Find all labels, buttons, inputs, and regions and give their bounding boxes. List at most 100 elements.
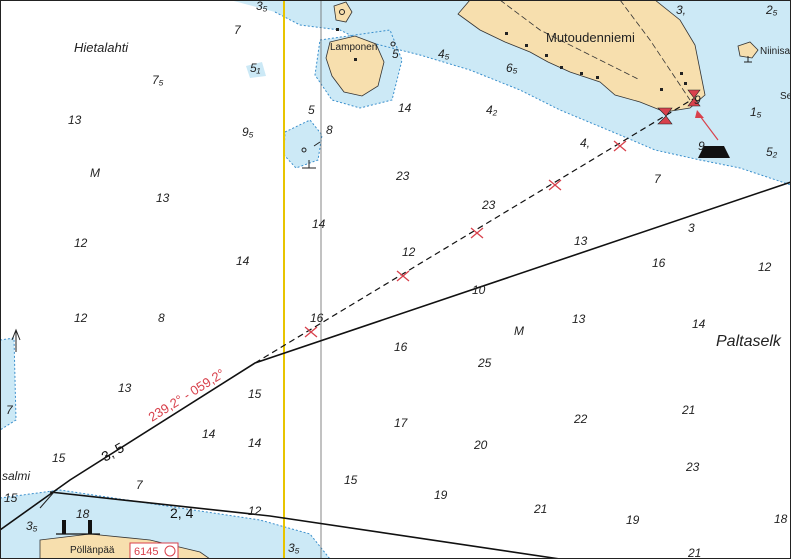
place-name-mutoudenniemi: Mutoudenniemi [546, 30, 635, 45]
building-marker [545, 54, 548, 57]
sounding: 4, [580, 136, 590, 150]
rock-icon [339, 9, 345, 15]
shallow-water-islet [284, 120, 322, 168]
rear-beacon [687, 89, 701, 107]
sounding: 14 [398, 101, 412, 115]
sounding: 17 [394, 416, 409, 430]
beacon-pointer-head [695, 110, 704, 118]
place-name-niinisa: Niinisa [760, 46, 790, 57]
sounding: 18 [774, 512, 788, 526]
wreck-icon [11, 328, 21, 352]
sounding: 12 [402, 245, 416, 259]
sounding: 18 [76, 507, 90, 521]
seabed-mud-label: M [514, 324, 524, 338]
place-name-hietalahti: Hietalahti [74, 40, 129, 55]
place-name-lamponen: Lamponen [330, 42, 377, 53]
sounding: 13 [574, 234, 588, 248]
building-marker [660, 88, 663, 91]
sounding: 4₂ [486, 103, 498, 117]
bridge-posts [56, 520, 100, 535]
building-marker [560, 66, 563, 69]
rock-icon [301, 147, 307, 153]
leading-line-tick [613, 140, 627, 152]
sounding: 13 [118, 381, 132, 395]
sounding: 5 [308, 103, 315, 117]
sounding: 23 [395, 169, 410, 183]
place-name-paltaselk: Paltaselk [716, 333, 782, 350]
contour-south [0, 489, 331, 559]
sounding: 21 [681, 403, 695, 417]
markers [11, 9, 752, 509]
land-northern-islet [333, 1, 353, 23]
sounding: 16 [310, 311, 324, 325]
sounding: 21 [533, 502, 547, 516]
front-beacon [657, 107, 673, 125]
fairway-depth-label: 10 [472, 283, 486, 297]
sounding: 15 [52, 451, 66, 465]
sounding: 15 [344, 473, 358, 487]
fairway-depth-label: 3, 5 [99, 439, 127, 465]
place-name-salmi: salmi [2, 469, 30, 483]
leading-line-tick [396, 270, 410, 282]
building-marker [580, 72, 583, 75]
sounding: 15 [248, 387, 262, 401]
building-marker [505, 32, 508, 35]
sounding: 5 [392, 47, 399, 61]
wreck-icon [302, 141, 321, 169]
sounding: 3₅ [256, 0, 268, 13]
sounding: 14 [312, 217, 326, 231]
sounding: 16 [394, 340, 408, 354]
leading-beacons [657, 89, 730, 158]
sounding: 8 [326, 123, 333, 137]
sounding: 4₅ [438, 47, 450, 61]
sounding: 23 [685, 460, 700, 474]
sounding: 22 [573, 412, 588, 426]
sounding: 3₅ [288, 541, 300, 555]
rock-icon [390, 41, 396, 47]
chart-number-icon [164, 545, 176, 557]
sounding: 1₅ [750, 105, 762, 119]
leading-line-tick [470, 227, 484, 239]
soundings: 7 7₅ 5 5₁ 13 9₅ 5 8 13 12 14 12 8 16 13 … [4, 0, 788, 559]
sounding: 2₅ [765, 3, 778, 17]
sounding: 6₅ [506, 61, 518, 75]
sounding: 9 [694, 93, 701, 107]
sounding: 14 [202, 427, 216, 441]
beacon-pointer [699, 115, 719, 141]
sounding: 20 [473, 438, 488, 452]
sounding: 23 [481, 198, 496, 212]
shallow-water-buoy [246, 62, 266, 78]
contour-lamponen [314, 29, 403, 109]
sounding: 19 [626, 513, 640, 527]
sounding: 7 [234, 23, 242, 37]
leading-line-bearing: 239,2° - 059,2° [146, 366, 228, 425]
sounding: 13 [156, 191, 170, 205]
leading-line-tick [304, 326, 318, 338]
sounding: 3₅ [26, 519, 38, 533]
fairway-line-main [0, 181, 791, 531]
sounding: 5₂ [766, 145, 778, 159]
contour-top [274, 11, 791, 186]
sounding: 25 [477, 356, 492, 370]
sounding: 7 [6, 403, 14, 417]
sounding: 8 [158, 311, 165, 325]
leading-line-ticks [304, 140, 627, 338]
sounding: 9 [698, 139, 705, 153]
sounding: 13 [68, 113, 82, 127]
land-lamponen [325, 35, 385, 97]
shallow-water-west [0, 338, 16, 430]
building-marker [596, 76, 599, 79]
building-marker [525, 44, 528, 47]
place-name-pollanpaa: Pöllänpää [70, 545, 115, 556]
sounding: 7 [654, 172, 662, 186]
building-marker [680, 72, 683, 75]
bridge-post [62, 520, 66, 534]
sounding: 14 [248, 436, 262, 450]
place-name-se: Se [780, 91, 791, 102]
fairway-depth-label: 2, 4 [170, 505, 194, 521]
sounding: 21 [687, 546, 701, 559]
chart-number-badge [129, 542, 179, 559]
seabed-mud-label: M [90, 166, 100, 180]
peninsula-path [499, 0, 641, 81]
